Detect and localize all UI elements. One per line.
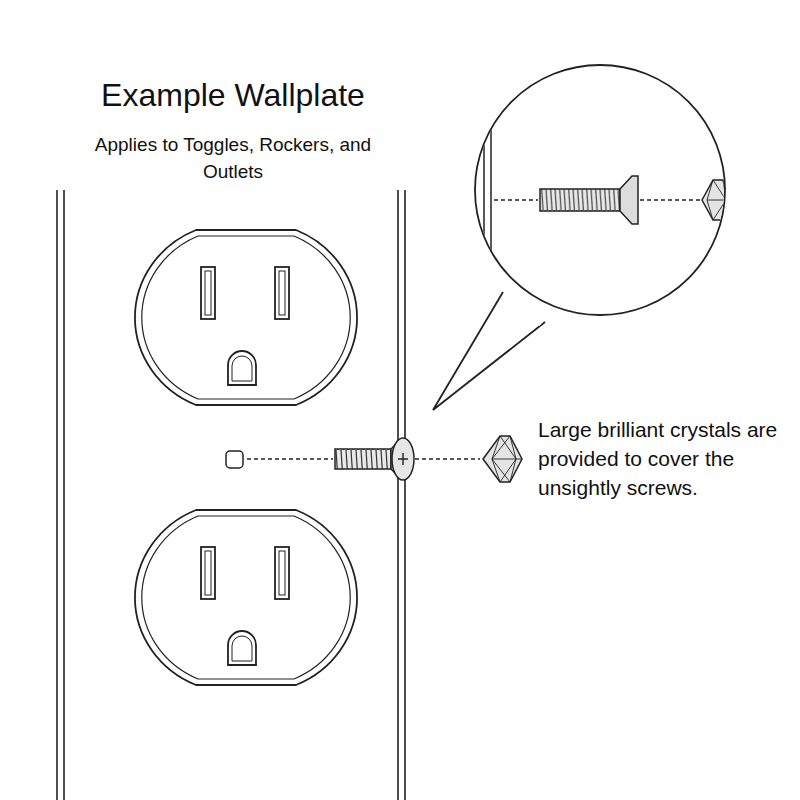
outlet-top-part	[275, 267, 289, 319]
callout-detail-part	[490, 60, 492, 320]
plate-edges-part	[397, 190, 399, 800]
screw-assembly-part	[492, 436, 522, 482]
outlet-top-part	[201, 267, 215, 319]
callout-detail-part	[640, 199, 700, 201]
callout-detail-part	[483, 60, 485, 320]
crystal-note: Large brilliant crystals are provided to…	[538, 415, 790, 502]
callout-detail-part	[620, 176, 638, 224]
screw-assembly-part	[392, 438, 414, 480]
screw-assembly-part	[398, 453, 408, 465]
callout-bubble	[433, 65, 725, 410]
outlet-bottom-part	[205, 551, 211, 595]
screw-assembly-part	[483, 436, 522, 482]
callout-detail	[484, 60, 731, 320]
plate-edges-part	[56, 190, 58, 800]
callout-detail-part	[494, 199, 538, 201]
outlet-top-part	[228, 351, 256, 385]
callout-detail-part	[702, 180, 731, 220]
subtitle-note: Applies to Toggles, Rockers, and Outlets	[88, 131, 378, 185]
plate-edges-part	[63, 190, 65, 800]
outlet-top-part	[232, 356, 252, 381]
outlet-bottom-part	[279, 551, 285, 595]
outlet-bottom-part	[275, 547, 289, 599]
screw-assembly-part	[226, 451, 243, 468]
outlet-bottom-part	[228, 631, 256, 665]
callout-bubble-part	[433, 292, 545, 410]
outlet-bottom-part	[135, 510, 357, 685]
outlet-top-part	[205, 271, 211, 315]
screw-assembly-part	[415, 458, 480, 460]
screw-assembly-part	[247, 458, 333, 460]
outlet-top-part	[279, 271, 285, 315]
outlet-top-part	[135, 230, 357, 405]
outlet-bottom-part	[232, 636, 252, 661]
callout-bubble-part	[505, 296, 541, 324]
outlet-bottom	[135, 510, 357, 685]
outlet-top-part	[142, 236, 350, 399]
diagram-title: Example Wallplate	[20, 76, 446, 114]
callout-bubble-part	[475, 65, 725, 315]
outlet-bottom-part	[201, 547, 215, 599]
callout-detail-part	[540, 189, 620, 211]
outlet-top	[135, 230, 357, 405]
callout-detail-part	[707, 180, 731, 220]
outlet-bottom-part	[142, 516, 350, 679]
plate-edges-part	[404, 190, 406, 800]
screw-assembly	[226, 436, 522, 482]
screw-assembly-part	[335, 449, 391, 469]
plate-edges	[57, 190, 405, 800]
